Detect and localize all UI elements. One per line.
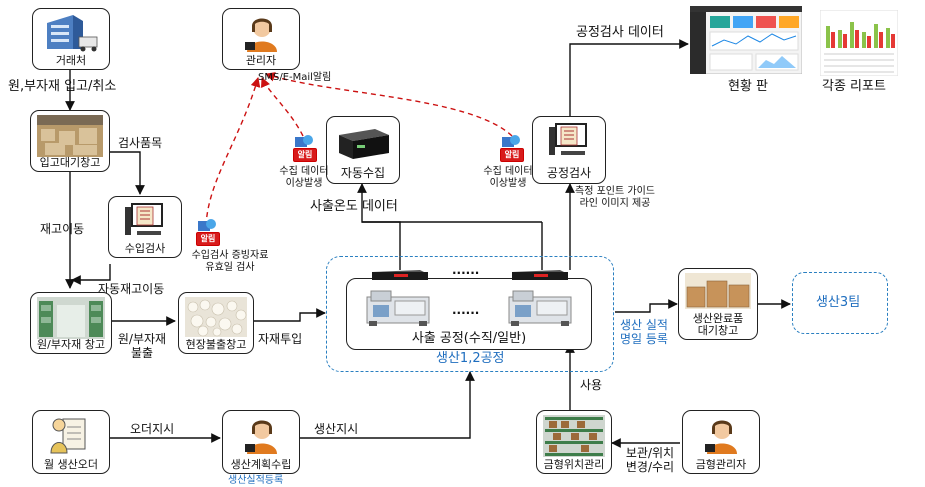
supplier-node[interactable]: 거래처 <box>32 8 110 70</box>
auto-collection-label: 자동수집 <box>340 166 386 180</box>
dashboard-label: 현황 판 <box>728 79 769 94</box>
sms-email-label: SMS/E-Mail알림 <box>258 72 332 83</box>
mold-manager-node[interactable]: 금형관리자 <box>682 410 760 474</box>
production-planning-label: 생산계획수립 <box>230 458 292 471</box>
reports-label: 각종 리포트 <box>822 79 886 94</box>
alert-arrow-collection <box>260 77 304 137</box>
alert-arrow-process <box>265 72 513 137</box>
material-warehouse-label: 원/부자재 창고 <box>37 338 105 351</box>
injection-process-label: 사출 공정(수직/일반) <box>411 331 527 346</box>
server-icon <box>339 129 389 159</box>
controller-box-icon <box>372 270 428 280</box>
mail-alert-icon <box>295 135 313 147</box>
production-instruction-label: 생산지시 <box>314 422 359 436</box>
auto-collection-node[interactable]: 자동수집 <box>326 116 400 184</box>
process-alert-badge: 알림 <box>500 134 524 162</box>
receiving-warehouse-label: 입고대기창고 <box>39 156 101 169</box>
material-warehouse-node[interactable]: 원/부자재 창고 <box>30 292 112 354</box>
supplier-label: 거래처 <box>55 54 87 67</box>
storage-location-label: 보관/위치 변경/수리 <box>625 446 675 474</box>
inspection-items-label: 검사품목 <box>118 136 163 150</box>
controller-box-icon <box>512 270 568 280</box>
incoming-alert-badge: 알림 <box>196 218 220 246</box>
arrow-planning-production <box>300 371 475 439</box>
injection-machine-icon <box>366 290 430 326</box>
manager-node[interactable]: 관리자 <box>222 8 300 70</box>
boxes-photo-icon <box>685 273 751 309</box>
incoming-inspection-label: 수입검사 <box>124 242 166 255</box>
arrow-inspection-warehouse <box>71 264 111 285</box>
production-area-label: 생산1,2공정 <box>436 351 505 366</box>
dots-bottom: ······ <box>452 306 480 320</box>
measure-guide-label: 측정 포인트 가이드 라인 이미지 제공 <box>575 186 655 209</box>
building-truck-icon <box>47 15 98 52</box>
mail-alert-icon <box>198 219 216 231</box>
computer-checklist-icon <box>125 203 163 235</box>
mold-rack-photo-icon <box>543 415 605 457</box>
arrow-receiving-inspection <box>110 151 145 195</box>
clipboard-person-icon <box>50 418 86 454</box>
finished-goods-label: 생산완료품 대기창고 <box>692 312 744 337</box>
operator-headset-icon <box>705 420 737 454</box>
injection-temp-data-label: 사출온도 데이터 <box>310 199 398 214</box>
shelving-photo-icon <box>37 297 105 339</box>
arrow-production-finished <box>615 299 678 313</box>
collection-anomaly-label: 수집 데이터 이상발생 <box>279 166 329 189</box>
material-input-label: 자재투입 <box>258 332 303 346</box>
report-sheet-icon <box>820 10 898 76</box>
pellets-photo-icon <box>185 297 247 337</box>
production-team3-label: 생산3팀 <box>816 295 861 310</box>
arrow-release-production <box>254 308 326 322</box>
production-team3-box[interactable] <box>792 272 888 334</box>
material-release-label: 원/부자재 불출 <box>117 332 167 360</box>
stock-transfer-label: 재고이동 <box>40 222 85 236</box>
incoming-inspection-node[interactable]: 수입검사 <box>108 196 182 258</box>
production-result-small-label: 생산실적등록 <box>228 475 284 486</box>
dots-top: ······ <box>452 266 480 280</box>
operator-headset-icon <box>245 18 277 52</box>
alert-arrow-incoming <box>205 77 261 227</box>
manager-label: 관리자 <box>245 54 277 67</box>
process-inspection-node[interactable]: 공정검사 <box>532 116 606 184</box>
incoming-evidence-label: 수입검사 증빙자료 유효일 검사 <box>191 250 269 273</box>
arrow-inspection-dashboard <box>569 39 689 116</box>
receiving-warehouse-node[interactable]: 입고대기창고 <box>30 110 110 172</box>
mold-location-label: 금형위치관리 <box>543 458 605 471</box>
collection-alert-badge: 알림 <box>293 134 317 162</box>
monthly-order-label: 월 생산오더 <box>43 458 99 471</box>
dashboard-screen-icon <box>690 6 802 74</box>
injection-machine-icon <box>508 290 572 326</box>
mail-alert-icon <box>502 135 520 147</box>
production-area-box[interactable] <box>326 256 614 372</box>
site-release-label: 현장불출창고 <box>185 338 247 351</box>
auto-stock-transfer-label: 자동재고이동 <box>98 282 165 296</box>
site-release-node[interactable]: 현장불출창고 <box>178 292 254 354</box>
production-result-next-day-label: 생산 실적 명일 등록 <box>620 318 668 346</box>
warehouse-photo-icon <box>37 115 103 157</box>
mold-manager-label: 금형관리자 <box>695 458 747 471</box>
monthly-order-node[interactable]: 월 생산오더 <box>32 410 110 474</box>
process-inspection-data-label: 공정검사 데이터 <box>576 25 664 40</box>
use-label: 사용 <box>580 378 603 392</box>
mold-location-node[interactable]: 금형위치관리 <box>536 410 612 474</box>
finished-goods-node[interactable]: 생산완료품 대기창고 <box>678 268 758 340</box>
operator-headset-icon <box>245 420 277 454</box>
order-instruction-label: 오더지시 <box>130 422 175 436</box>
process-anomaly-label: 수집 데이터 이상발생 <box>483 166 533 189</box>
computer-checklist-icon <box>549 123 587 155</box>
process-inspection-label: 공정검사 <box>546 166 592 180</box>
material-in-cancel-label: 원,부자재 입고/취소 <box>8 79 117 94</box>
injection-process-node[interactable]: 사출 공정(수직/일반) <box>346 278 592 350</box>
production-planning-node[interactable]: 생산계획수립 <box>222 410 300 474</box>
